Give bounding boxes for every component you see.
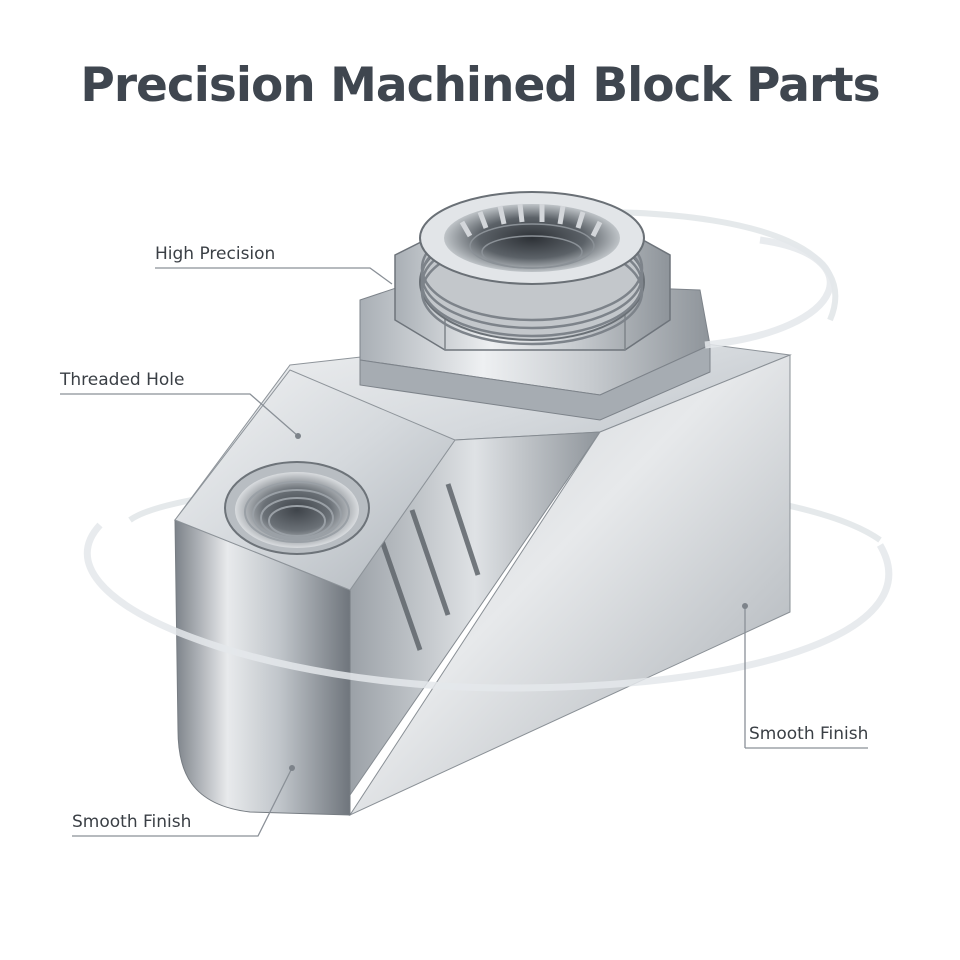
callout-leader-lines (60, 267, 868, 837)
callout-high-precision: High Precision (155, 244, 276, 264)
callout-smooth-finish-right: Smooth Finish (749, 724, 869, 744)
boss-external-thread (419, 191, 645, 346)
callout-smooth-finish-left: Smooth Finish (72, 812, 192, 832)
callout-dots (289, 433, 748, 771)
block-front-face (174, 519, 351, 816)
side-threaded-hole (224, 461, 370, 555)
page-title: Precision Machined Block Parts (80, 58, 880, 113)
callout-threaded-hole: Threaded Hole (60, 370, 185, 390)
orbit-ring-front (83, 236, 893, 692)
chamfer-grooves (377, 483, 481, 651)
